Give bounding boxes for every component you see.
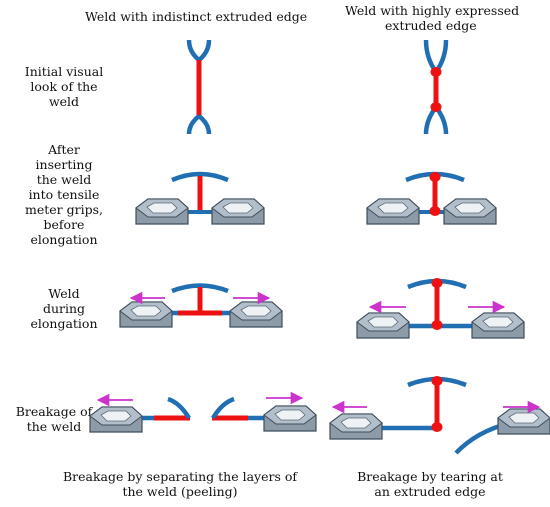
row-label-line: elongation <box>30 316 98 331</box>
caption-line: Breakage by tearing at <box>357 469 503 484</box>
row-label-line: the weld <box>36 172 92 187</box>
row-label-line: meter grips, <box>25 202 103 217</box>
row-label-line: inserting <box>35 157 93 172</box>
row-label-line: the weld <box>26 419 82 434</box>
row-label-line: weld <box>48 94 80 109</box>
row-label-line: After <box>48 142 80 157</box>
header-expressed-edge-line1: Weld with highly expressed <box>345 3 520 18</box>
inserted-expressed-weld <box>366 171 497 225</box>
caption-line: the weld (peeling) <box>122 484 238 499</box>
breakage-peeling <box>89 391 317 433</box>
row-label-line: look of the <box>30 79 98 94</box>
initial-indistinct-weld <box>186 39 212 135</box>
caption-line: Breakage by separating the layers of <box>62 469 298 484</box>
header-indistinct-edge: Weld with indistinct extruded edge <box>85 9 308 24</box>
row-label-line: Breakage of <box>15 404 93 419</box>
elongation-expressed-weld <box>356 278 525 339</box>
row-label-line: Initial visual <box>24 64 104 79</box>
row-label-line: into tensile <box>28 187 100 202</box>
row-label-line: elongation <box>30 232 98 247</box>
row-label-line: Weld <box>48 286 80 301</box>
row-label-line: before <box>43 217 85 232</box>
breakage-tearing <box>329 376 550 455</box>
row-label-line: during <box>42 301 86 316</box>
inserted-indistinct-weld <box>135 171 265 225</box>
caption-line: an extruded edge <box>374 484 486 499</box>
initial-expressed-weld <box>423 39 449 135</box>
elongation-indistinct-weld <box>119 283 283 328</box>
header-expressed-edge-line2: extruded edge <box>385 18 477 33</box>
